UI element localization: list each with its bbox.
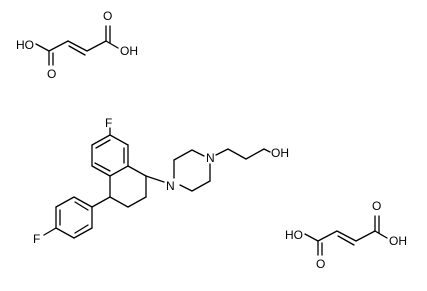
bond [73, 196, 93, 208]
bond [68, 45, 86, 56]
oxygen-label: O [47, 67, 56, 81]
hydroxyl-label: HO [16, 38, 34, 52]
bond [215, 148, 229, 156]
bond [317, 230, 338, 242]
bond [86, 40, 107, 52]
oxygen-label: O [372, 199, 381, 213]
bond [263, 148, 271, 153]
bond [127, 165, 147, 177]
nitrogen-label: N [206, 151, 215, 165]
bond [91, 134, 111, 146]
bond [191, 180, 211, 192]
bond [73, 227, 93, 239]
bond [179, 184, 193, 192]
bond [336, 230, 357, 242]
main-molecule: F N N OH [33, 116, 289, 246]
bond [245, 148, 265, 160]
hydroxyl-label: OH [389, 234, 407, 248]
bond [173, 149, 193, 161]
bond [227, 148, 247, 160]
bond [55, 227, 75, 239]
bond [127, 196, 147, 208]
nitrogen-label: N [166, 179, 175, 193]
bond [94, 162, 111, 172]
bond [67, 40, 88, 52]
bond [74, 201, 89, 211]
bond [109, 134, 129, 146]
fumaric-acid-bottom: HO O O OH [285, 199, 407, 271]
bond [105, 40, 119, 49]
bond [35, 43, 50, 52]
bond [95, 139, 111, 149]
bond [304, 233, 319, 242]
bond [145, 175, 165, 183]
bond [374, 230, 388, 239]
bond [91, 196, 111, 208]
bond [74, 224, 89, 234]
bond [43, 227, 57, 236]
bond [109, 165, 129, 177]
bond [55, 196, 75, 208]
bond [337, 235, 355, 246]
bond [48, 40, 69, 52]
bond [91, 165, 111, 177]
bond [355, 230, 376, 242]
hydroxyl-label: OH [120, 44, 138, 58]
bond [109, 196, 129, 208]
bond [191, 149, 205, 157]
oxygen-label: O [316, 257, 325, 271]
hydroxyl-label: OH [271, 146, 289, 160]
fluorine-label: F [105, 116, 112, 130]
fluorine-label: F [33, 232, 40, 246]
hydroxyl-label: HO [285, 228, 303, 242]
fumaric-acid-top: HO O O OH [16, 9, 138, 81]
oxygen-label: O [103, 9, 112, 23]
